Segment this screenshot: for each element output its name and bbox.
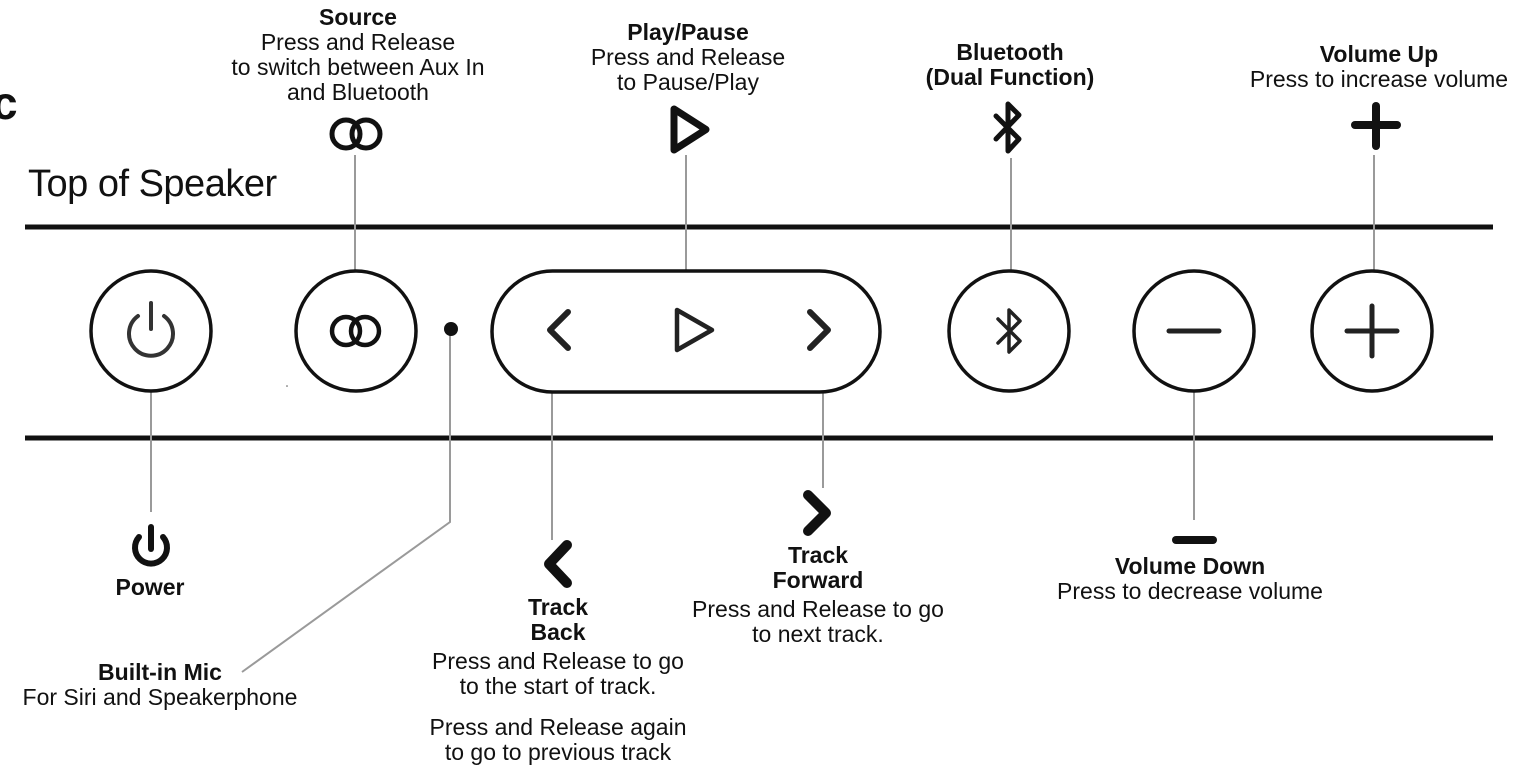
bluetooth-label-name: Bluetooth [956,39,1064,65]
source-label: Source Press and Release to switch betwe… [200,5,516,105]
bluetooth-icon [996,308,1022,354]
track-back-button[interactable] [512,290,602,372]
bluetooth-label-name-2: (Dual Function) [925,64,1095,90]
chevron-left-label-icon [544,540,572,588]
power-icon [127,301,175,358]
source-label-icon [329,117,383,151]
cut-off-letter: c [0,77,18,129]
built-in-mic-label: Built-in Mic For Siri and Speakerphone [0,660,320,710]
source-label-name: Source [319,4,397,30]
track-forward-label: Track Forward Press and Release to go to… [670,543,966,647]
volume-down-label: Volume Down Press to decrease volume [1040,554,1340,604]
track-forward-label-name-2: Forward [772,567,864,593]
volume-up-label-name: Volume Up [1319,41,1439,67]
power-label-icon [132,524,170,567]
volume-up-button[interactable] [1310,269,1434,393]
mic-leader-line [241,330,451,673]
page-title: Top of Speaker [28,163,277,205]
bluetooth-label: Bluetooth (Dual Function) [900,40,1120,90]
power-label: Power [90,575,210,600]
track-forward-label-line: to next track. [752,621,884,647]
track-forward-label-name: Track [787,542,849,568]
play-pause-label-name: Play/Pause [627,19,749,45]
play-pause-button[interactable] [646,290,726,372]
source-label-line: Press and Release [260,29,456,55]
plus-label-icon [1351,102,1401,150]
play-pause-label-line: Press and Release [590,44,786,70]
source-button[interactable] [294,269,418,393]
built-in-mic-label-line: For Siri and Speakerphone [22,684,298,710]
track-back-label-name: Track [527,594,589,620]
volume-up-label-line: Press to increase volume [1249,66,1509,92]
volume-up-label: Volume Up Press to increase volume [1236,42,1522,92]
track-back-label-line: to go to previous track [444,739,672,765]
source-icon [329,314,382,348]
track-control-pill [490,269,882,394]
volume-down-button[interactable] [1132,269,1256,393]
power-label-name: Power [115,574,185,600]
bluetooth-button[interactable] [947,269,1071,393]
source-label-line: to switch between Aux In [231,54,485,80]
play-label-icon [670,105,710,154]
plus-icon [1344,303,1400,359]
play-pause-label: Play/Pause Press and Release to Pause/Pl… [560,20,816,95]
track-forward-button[interactable] [780,290,860,372]
play-icon [674,307,715,353]
chevron-right-label-icon [803,490,831,536]
volume-down-label-name: Volume Down [1114,553,1266,579]
play-pause-label-line: to Pause/Play [617,69,759,95]
chevron-right-icon [807,309,831,351]
built-in-mic-label-name: Built-in Mic [98,659,222,685]
track-back-label-line: Press and Release again [429,714,687,740]
track-back-label-name-2: Back [530,619,586,645]
chevron-left-icon [547,309,571,351]
track-forward-label-line: Press and Release to go [692,596,944,622]
dot-mark [286,385,288,387]
track-back-label: Track Back Press and Release to go to th… [400,595,716,765]
bluetooth-label-icon [993,101,1022,154]
source-label-line: and Bluetooth [287,79,429,105]
volume-down-label-line: Press to decrease volume [1057,578,1323,604]
power-button[interactable] [89,269,213,393]
track-back-label-line: to the start of track. [459,673,657,699]
track-back-label-line: Press and Release to go [432,648,684,674]
mic-hole [444,322,458,336]
